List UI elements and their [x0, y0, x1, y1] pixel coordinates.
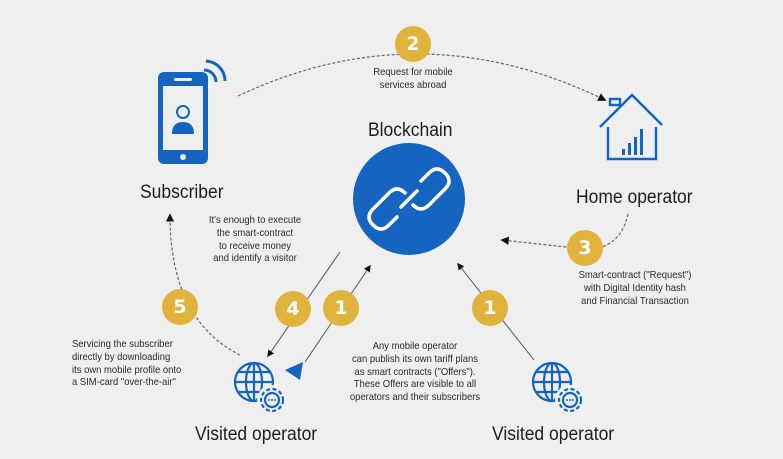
visited-operator-right-node	[530, 360, 588, 418]
globe-gear-icon	[531, 361, 585, 415]
step-badge-4: 4	[275, 291, 311, 327]
step-5-note: Servicing the subscriber directly by dow…	[72, 338, 182, 389]
smartphone-user-icon	[158, 59, 227, 164]
visited-operator-right-label: Visited operator	[492, 424, 615, 445]
arrow-request	[237, 53, 607, 101]
step-badge-3: 3	[567, 230, 603, 266]
globe-gear-icon	[233, 361, 287, 415]
chain-link-icon	[367, 167, 451, 231]
step-2-note: Request for mobile services abroad	[373, 66, 453, 91]
subscriber-label: Subscriber	[140, 182, 224, 203]
home-operator-label: Home operator	[576, 187, 693, 208]
blockchain-label: Blockchain	[368, 120, 453, 141]
step-badge-1-left: 1	[323, 290, 359, 326]
pointer-triangle-icon	[285, 362, 303, 380]
blockchain-circle	[353, 143, 465, 255]
step-3-note: Smart-contract ("Request") with Digital …	[578, 269, 692, 307]
step-4-note: It's enough to execute the smart-contrac…	[208, 214, 302, 265]
step-badge-5: 5	[162, 289, 198, 325]
visited-operator-left-label: Visited operator	[195, 424, 318, 445]
step-badge-2: 2	[395, 26, 431, 62]
step-badge-1-right: 1	[472, 290, 508, 326]
home-operator-node	[598, 93, 664, 161]
visited-operator-left-node	[232, 360, 290, 418]
arrow-smart-contract	[500, 213, 629, 250]
step-1-note: Any mobile operator can publish its own …	[349, 340, 481, 404]
house-signal-icon	[599, 93, 663, 161]
subscriber-node	[150, 56, 230, 166]
